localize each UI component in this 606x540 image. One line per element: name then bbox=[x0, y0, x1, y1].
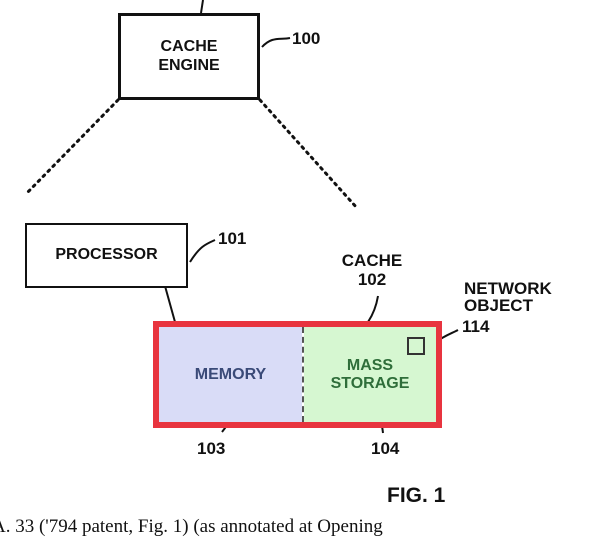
processor-box: PROCESSOR bbox=[25, 223, 188, 288]
cache-engine-label: CACHE ENGINE bbox=[139, 38, 239, 75]
memory-label: MEMORY bbox=[195, 366, 266, 384]
memory-region: MEMORY bbox=[159, 327, 302, 422]
processor-label: PROCESSOR bbox=[55, 246, 157, 264]
ref-104: 104 bbox=[371, 440, 399, 459]
figure-label: FIG. 1 bbox=[387, 484, 445, 507]
ref-101: 101 bbox=[218, 230, 246, 249]
ref-100: 100 bbox=[292, 30, 320, 49]
ref-103: 103 bbox=[197, 440, 225, 459]
leader-102 bbox=[368, 296, 378, 322]
cache-label: CACHE 102 bbox=[340, 252, 404, 289]
network-object-label: NETWORK OBJECT bbox=[464, 280, 584, 314]
leader-101 bbox=[190, 240, 215, 262]
leader-100 bbox=[262, 38, 290, 47]
top-stub-line bbox=[201, 0, 203, 13]
network-object-text: NETWORK OBJECT bbox=[464, 279, 552, 315]
ref-114: 114 bbox=[462, 318, 489, 337]
mass-storage-label: MASS STORAGE bbox=[325, 357, 415, 392]
caption-text: A. 33 ('794 patent, Fig. 1) (as annotate… bbox=[0, 516, 606, 540]
processor-cache-line bbox=[165, 286, 175, 322]
cache-box: MEMORY MASS STORAGE bbox=[153, 321, 442, 428]
cache-engine-box: CACHE ENGINE bbox=[118, 13, 260, 100]
network-object-square bbox=[407, 337, 425, 355]
cache-label-text: CACHE bbox=[340, 252, 404, 271]
zoom-line-left bbox=[25, 100, 118, 195]
zoom-line-right bbox=[260, 100, 357, 208]
ref-102: 102 bbox=[340, 271, 404, 290]
